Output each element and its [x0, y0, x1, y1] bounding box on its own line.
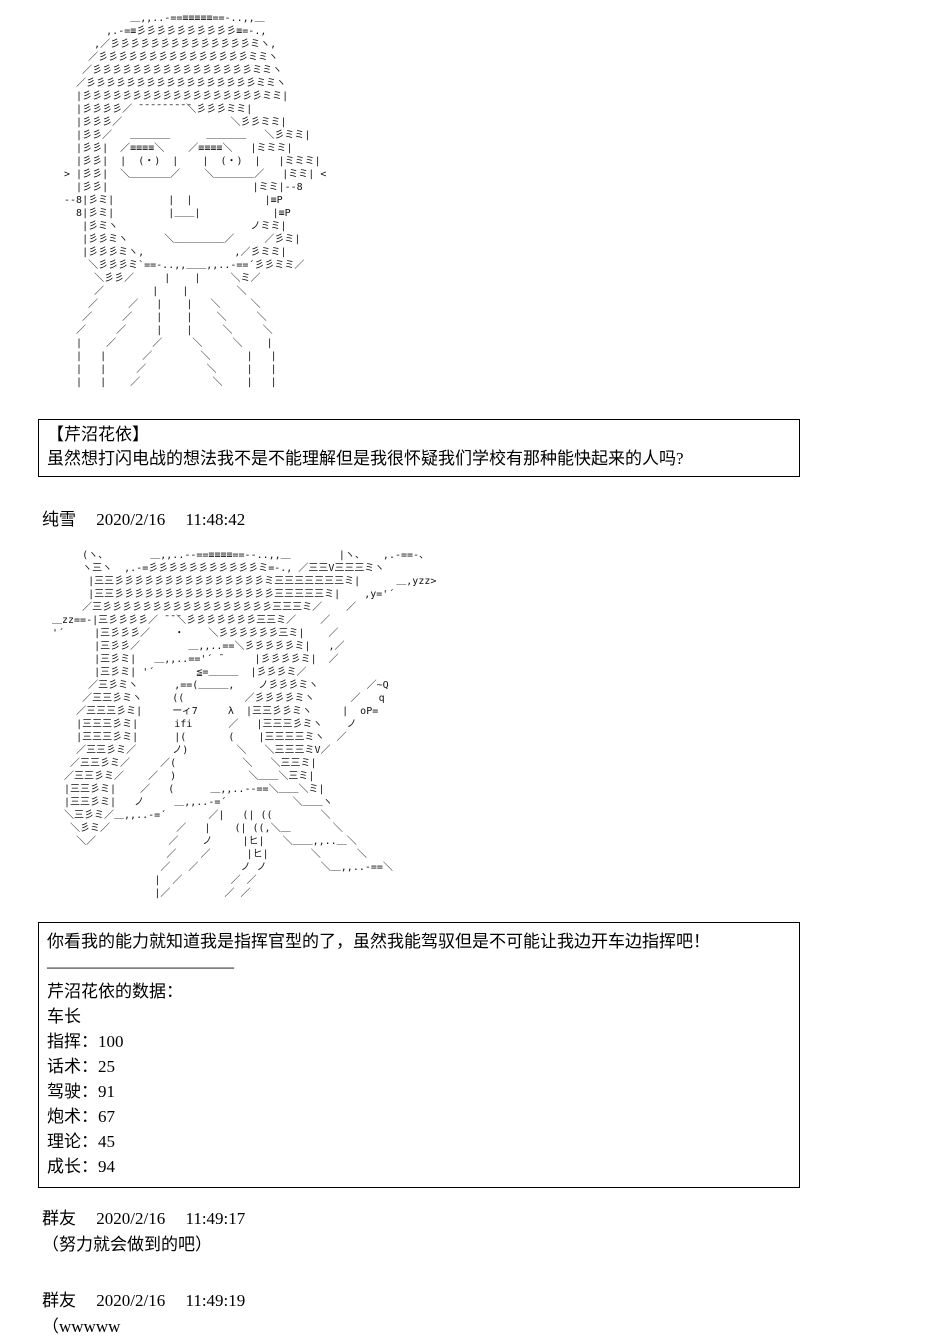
- dialogue-text-2: 你看我的能力就知道我是指挥官型的了，虽然我能驾驭但是不可能让我边开车边指挥吧！: [47, 932, 710, 951]
- message-date-1: 2020/2/16: [96, 510, 166, 529]
- stat-speechcraft: 话术：25: [47, 1057, 115, 1076]
- ascii-art-portrait-2: (ヽ、 ＿,,..--==≡≡≡≡==--..,,＿ |ヽ、 ,.-==-、 ヽ…: [52, 550, 437, 899]
- message-time-3: 11:49:19: [185, 1291, 246, 1310]
- dialogue-box-1: 【芹沼花依】 虽然想打闪电战的想法我不是不能理解但是我很怀疑我们学校有那种能快起…: [38, 419, 800, 477]
- message-header-3: 群友 2020/2/16 11:49:19: [42, 1290, 952, 1312]
- message-header-1: 纯雪 2020/2/16 11:48:42: [42, 509, 952, 531]
- stat-command: 指挥：100: [47, 1032, 124, 1051]
- stat-growth: 成长：94: [47, 1157, 115, 1176]
- message-date-2: 2020/2/16: [96, 1209, 166, 1228]
- dialogue-box-2: 你看我的能力就知道我是指挥官型的了，虽然我能驾驭但是不可能让我边开车边指挥吧！ …: [38, 922, 800, 1188]
- dialogue-text-1: 虽然想打闪电战的想法我不是不能理解但是我很怀疑我们学校有那种能快起来的人吗?: [47, 449, 684, 468]
- reply-text-2: （wwwww: [42, 1317, 121, 1336]
- stats-title: 芹沼花依的数据：: [47, 982, 183, 1001]
- stat-gunnery: 炮术：67: [47, 1107, 115, 1126]
- message-time-2: 11:49:17: [185, 1209, 246, 1228]
- stat-role: 车长: [47, 1007, 81, 1026]
- ascii-art-portrait-1: ＿,,..-==≡≡≡≡≡==-..,,＿ ,.-=≡彡彡彡彡彡彡彡彡彡彡≡=-…: [64, 13, 327, 388]
- author-name-1: 纯雪: [42, 510, 76, 529]
- reply-text-1: （努力就会做到的吧）: [42, 1235, 212, 1254]
- author-name-3: 群友: [42, 1291, 76, 1310]
- message-date-3: 2020/2/16: [96, 1291, 166, 1310]
- message-header-2: 群友 2020/2/16 11:49:17: [42, 1208, 952, 1230]
- author-name-2: 群友: [42, 1209, 76, 1228]
- stat-theory: 理论：45: [47, 1132, 115, 1151]
- stat-driving: 驾驶：91: [47, 1082, 115, 1101]
- speaker-name-label: 【芹沼花依】: [47, 425, 149, 444]
- message-time-1: 11:48:42: [185, 510, 246, 529]
- divider-dashes: ———————————: [47, 957, 234, 976]
